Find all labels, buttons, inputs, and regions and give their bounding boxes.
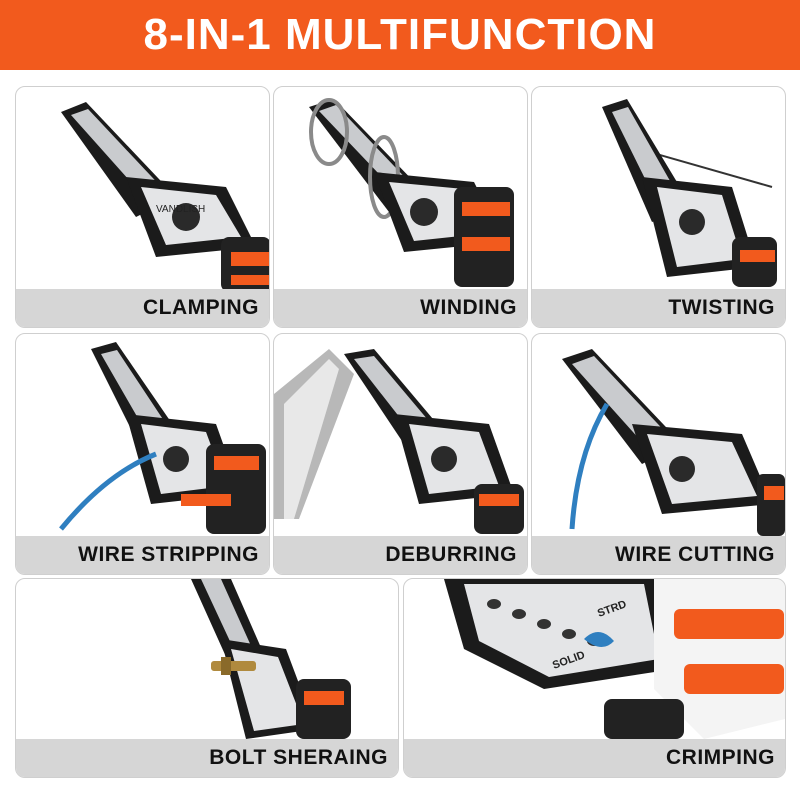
caption-label: WIRE STRIPPING xyxy=(78,543,259,566)
tile-bolt-shearing: BOLT SHERAING xyxy=(15,578,399,778)
tile-winding: WINDING xyxy=(273,86,528,328)
caption-wire-cutting: WIRE CUTTING xyxy=(532,536,785,574)
pliers-crimping-icon: SOLID STRD xyxy=(444,579,785,739)
caption-winding: WINDING xyxy=(274,289,527,327)
caption-label: WIRE CUTTING xyxy=(615,543,775,566)
pliers-wire-cutting-icon xyxy=(562,349,785,536)
tile-wire-cutting: WIRE CUTTING xyxy=(531,333,786,575)
caption-twisting: TWISTING xyxy=(532,289,785,327)
caption-label: BOLT SHERAING xyxy=(209,746,388,769)
caption-label: WINDING xyxy=(420,296,517,319)
header-banner: 8-IN-1 MULTIFUNCTION xyxy=(0,0,800,70)
pliers-wire-stripping-icon xyxy=(59,342,266,534)
caption-bolt-shearing: BOLT SHERAING xyxy=(16,739,398,777)
tile-crimping: SOLID STRD CRIMPING xyxy=(403,578,786,778)
caption-label: CLAMPING xyxy=(143,296,259,319)
caption-deburring: DEBURRING xyxy=(274,536,527,574)
caption-label: CRIMPING xyxy=(666,746,775,769)
pliers-twisting-icon xyxy=(602,99,777,287)
tile-deburring: DEBURRING xyxy=(273,333,528,575)
caption-wire-stripping: WIRE STRIPPING xyxy=(16,536,269,574)
caption-label: TWISTING xyxy=(668,296,775,319)
tile-wire-stripping: WIRE STRIPPING xyxy=(15,333,270,575)
caption-crimping: CRIMPING xyxy=(404,739,785,777)
page-title: 8-IN-1 MULTIFUNCTION xyxy=(143,10,657,59)
pliers-winding-icon xyxy=(309,98,514,287)
brand-marking: VANDLISH xyxy=(156,204,205,215)
pliers-clamping-icon: VANDLISH xyxy=(61,102,269,289)
caption-label: DEBURRING xyxy=(385,543,517,566)
pliers-deburring-icon xyxy=(274,349,524,534)
pliers-bolt-shearing-icon xyxy=(191,579,351,739)
caption-clamping: CLAMPING xyxy=(16,289,269,327)
tile-twisting: TWISTING xyxy=(531,86,786,328)
tile-clamping: VANDLISH CLAMPING xyxy=(15,86,270,328)
